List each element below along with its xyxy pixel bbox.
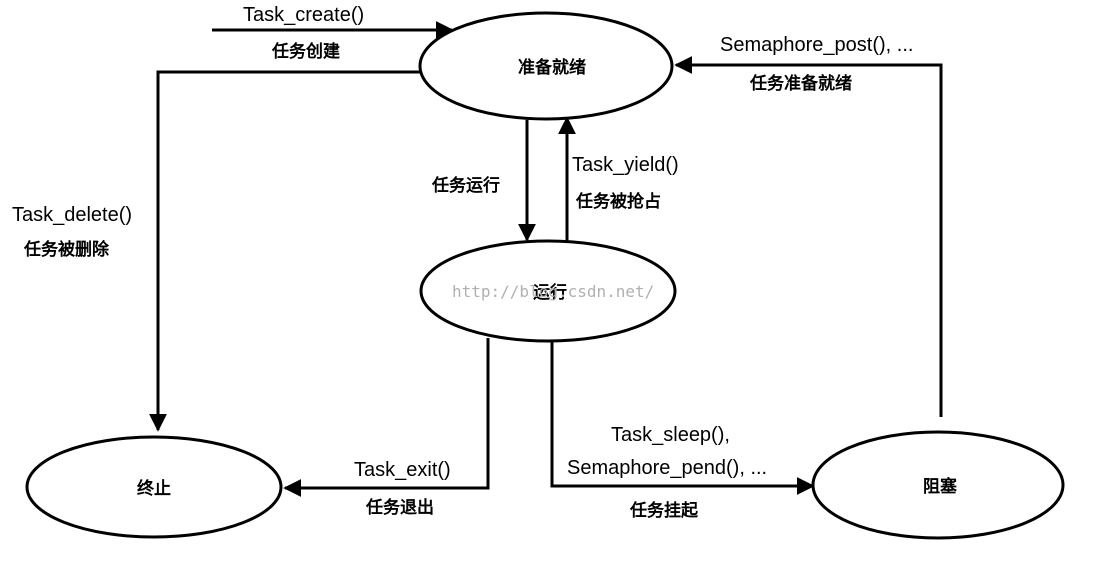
state-ready-label: 准备就绪 [518, 57, 586, 78]
state-terminated-label: 终止 [137, 478, 171, 499]
yield-fn-label: Task_yield() [572, 154, 679, 176]
state-running: 运行 [419, 239, 677, 343]
run-desc-label: 任务运行 [431, 175, 500, 196]
yield-desc-label: 任务被抢占 [575, 191, 661, 212]
delete-desc-label: 任务被删除 [23, 239, 110, 260]
state-blocked: 阻塞 [811, 430, 1065, 540]
post-arrow [674, 56, 943, 417]
post-fn-label: Semaphore_post(), ... [720, 34, 913, 56]
sleep-arrow [550, 338, 815, 495]
state-ready: 准备就绪 [418, 11, 674, 121]
exit-desc-label: 任务退出 [365, 497, 434, 518]
post-desc-label: 任务准备就绪 [749, 73, 852, 94]
delete-arrow [149, 70, 420, 432]
watermark-text: http://blog.csdn.net/ [452, 282, 654, 301]
state-terminated: 终止 [25, 435, 283, 539]
sleep-desc-label: 任务挂起 [629, 500, 699, 521]
exit-fn-label: Task_exit() [354, 459, 451, 481]
create-fn-label: Task_create() [243, 4, 364, 26]
sleep-fn1-label: Task_sleep(), [611, 424, 730, 446]
state-running-label: 运行 [533, 282, 567, 303]
create-desc-label: 任务创建 [271, 41, 340, 62]
exit-arrow [283, 338, 490, 497]
sleep-fn2-label: Semaphore_pend(), ... [567, 457, 767, 479]
state-blocked-label: 阻塞 [923, 476, 958, 497]
delete-fn-label: Task_delete() [12, 204, 132, 226]
